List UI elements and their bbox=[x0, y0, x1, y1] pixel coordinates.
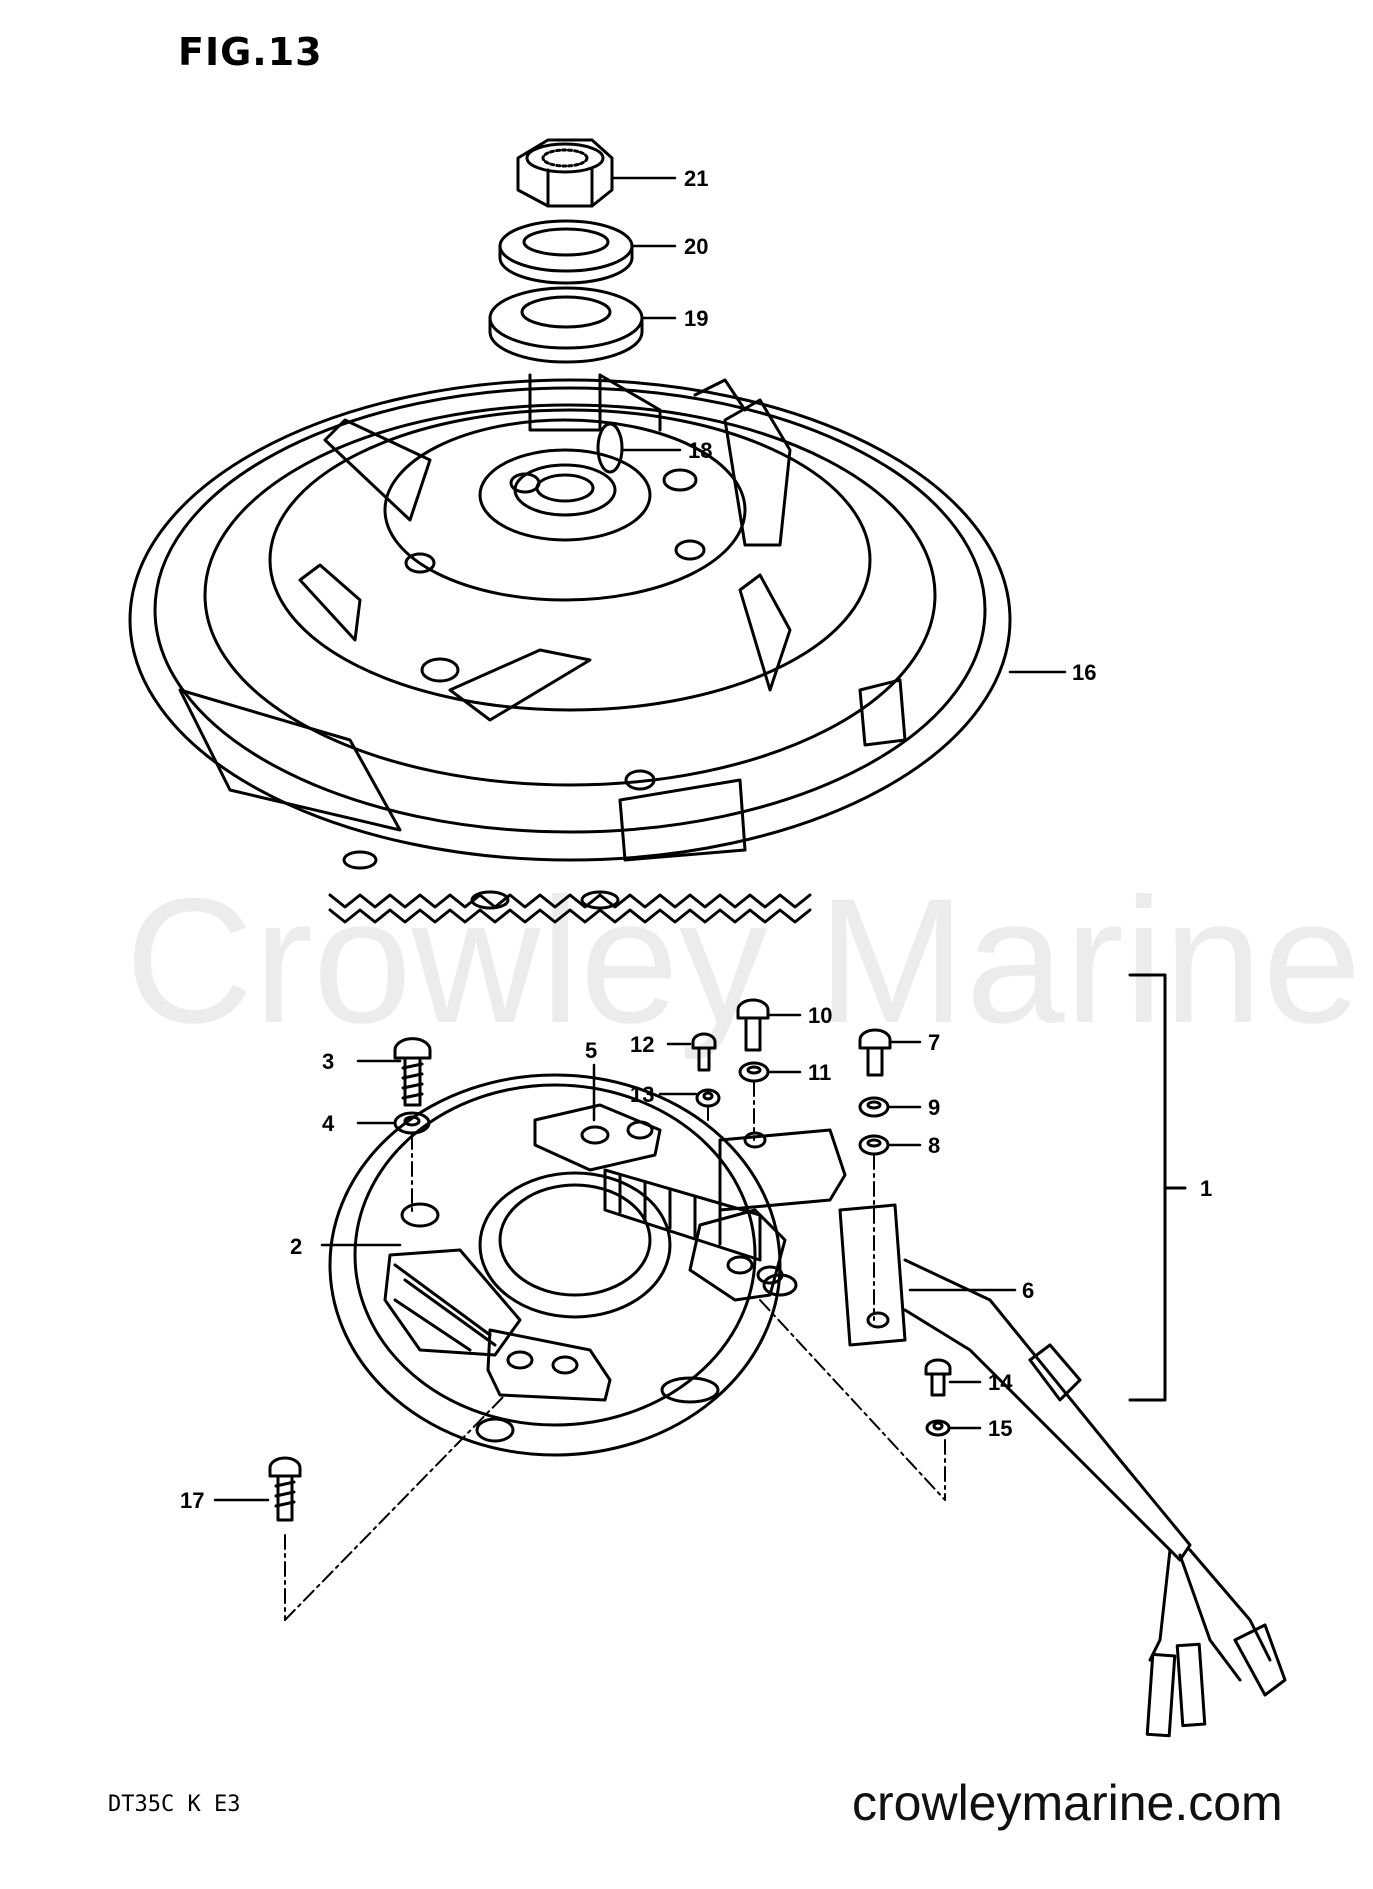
callout-5: 5 bbox=[585, 1038, 597, 1063]
part-stator-base-2 bbox=[328, 1073, 798, 1457]
part-washer-11 bbox=[738, 1061, 770, 1083]
figure-title: FIG.13 bbox=[178, 30, 323, 74]
part-nut-21 bbox=[516, 138, 614, 208]
assembly-bracket-1 bbox=[1128, 973, 1187, 1402]
part-screw-7 bbox=[858, 1028, 892, 1077]
site-url-link[interactable]: crowleymarine.com bbox=[852, 1775, 1283, 1831]
part-washer-20 bbox=[498, 219, 634, 285]
part-charge-coil-5 bbox=[533, 1103, 787, 1302]
model-code: DT35C K E3 bbox=[108, 1792, 241, 1817]
callout-19: 19 bbox=[684, 306, 708, 331]
callout-10: 10 bbox=[808, 1003, 832, 1028]
part-pulser-coil-6 bbox=[718, 1128, 1287, 1738]
callout-4: 4 bbox=[322, 1111, 335, 1136]
part-lighting-coil bbox=[383, 1248, 612, 1402]
callout-15: 15 bbox=[988, 1416, 1012, 1441]
callout-14: 14 bbox=[988, 1370, 1013, 1395]
callout-numbers: 1 2 3 4 5 6 7 8 9 10 11 12 13 14 15 16 1… bbox=[180, 166, 1212, 1513]
assembly-lines bbox=[284, 1081, 946, 1621]
callout-3: 3 bbox=[322, 1049, 334, 1074]
callout-12: 12 bbox=[630, 1032, 654, 1057]
callout-1: 1 bbox=[1200, 1176, 1212, 1201]
part-screw-12 bbox=[691, 1032, 717, 1072]
callout-8: 8 bbox=[928, 1133, 940, 1158]
part-washer-19 bbox=[488, 286, 644, 364]
callout-6: 6 bbox=[1022, 1278, 1034, 1303]
part-washer-4 bbox=[393, 1111, 431, 1135]
callout-16: 16 bbox=[1072, 660, 1096, 685]
leader-lines bbox=[213, 176, 1067, 1502]
callout-9: 9 bbox=[928, 1095, 940, 1120]
callout-11: 11 bbox=[808, 1060, 831, 1085]
part-screw-17 bbox=[268, 1456, 302, 1522]
part-washer-8 bbox=[858, 1134, 890, 1156]
callout-20: 20 bbox=[684, 234, 708, 259]
callout-7: 7 bbox=[928, 1030, 940, 1055]
callout-2: 2 bbox=[290, 1234, 302, 1259]
part-screw-10 bbox=[736, 998, 770, 1052]
part-flywheel-16 bbox=[128, 373, 1012, 924]
part-washer-9 bbox=[858, 1096, 890, 1118]
part-screw-14 bbox=[924, 1358, 952, 1397]
callout-18: 18 bbox=[688, 438, 712, 463]
part-washer-15 bbox=[925, 1419, 951, 1437]
part-washer-13 bbox=[695, 1088, 721, 1108]
callout-13: 13 bbox=[630, 1082, 654, 1107]
callout-21: 21 bbox=[684, 166, 708, 191]
callout-17: 17 bbox=[180, 1488, 204, 1513]
part-screw-3 bbox=[393, 1037, 432, 1107]
